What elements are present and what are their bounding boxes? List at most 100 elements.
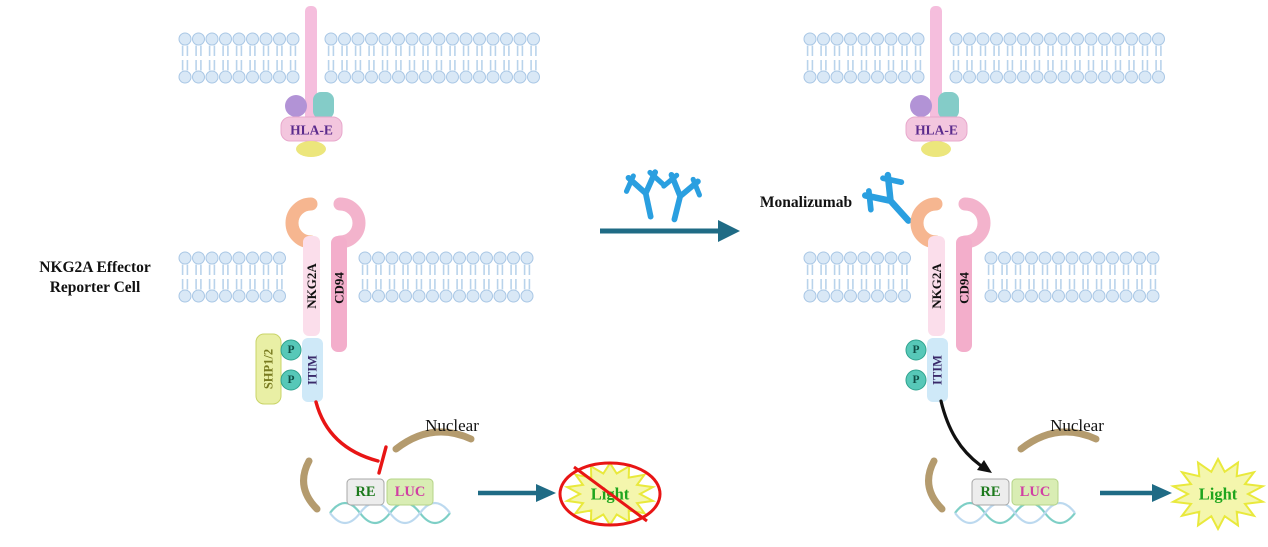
lipid-head <box>817 289 830 303</box>
lipid-head <box>480 289 493 303</box>
lipid-head <box>358 251 372 265</box>
phospho-label: P <box>287 344 294 356</box>
lipid-head <box>286 70 300 84</box>
cd94-label: CD94 <box>957 272 972 304</box>
lipid-head <box>392 32 405 46</box>
lipid-head <box>817 251 830 265</box>
luc-box <box>386 478 434 506</box>
hla-e-label: HLA-E <box>290 123 333 138</box>
lipid-head <box>817 32 830 46</box>
middle-transition <box>600 170 740 242</box>
phospho-label: P <box>287 374 294 386</box>
lipid-head <box>1146 251 1160 265</box>
itim-box <box>927 338 948 402</box>
lipid-head <box>219 32 232 46</box>
lipid-head <box>1003 32 1017 46</box>
lipid-head <box>1011 289 1025 303</box>
lipid-head <box>857 70 871 84</box>
lipid-head <box>976 70 990 84</box>
lipid-head <box>273 289 286 303</box>
inhibition-line <box>314 400 380 463</box>
lipid-head <box>857 32 871 46</box>
hla-e-box <box>905 116 968 142</box>
itim-box <box>302 338 323 402</box>
no-light-circle <box>558 461 662 527</box>
cd94-stalk <box>956 236 972 352</box>
lipid-head <box>426 289 439 303</box>
nucleus-arc <box>925 457 946 513</box>
lipid-head <box>232 70 246 84</box>
lipid-head <box>1025 251 1038 265</box>
lipid-head <box>998 251 1011 265</box>
lipid-head <box>898 251 911 265</box>
lipid-head <box>192 251 205 265</box>
cd94-hook <box>958 197 991 249</box>
lipid-head <box>419 32 432 46</box>
lipid-head <box>432 32 446 46</box>
lipid-head <box>439 251 453 265</box>
right-panel: HLA-E Monalizumab NKG2A CD94 ITIM P P Nu… <box>760 6 1267 532</box>
lipid-head <box>385 289 399 303</box>
light-starburst <box>1169 456 1267 532</box>
cell-label-line2: Reporter Cell <box>50 279 141 296</box>
lipid-head <box>898 70 911 84</box>
lipid-head <box>871 251 884 265</box>
lipid-head <box>412 289 426 303</box>
lipid-head <box>830 32 844 46</box>
lipid-head <box>1038 289 1052 303</box>
phospho-circle <box>280 339 302 361</box>
lipid-head <box>1079 289 1092 303</box>
lipid-head <box>949 32 963 46</box>
result-arrowhead <box>1152 484 1172 502</box>
antibody-icon <box>657 173 703 224</box>
shp12-box <box>255 333 282 405</box>
lipid-head <box>493 251 507 265</box>
lipid-head <box>830 251 844 265</box>
lipid-head <box>998 289 1011 303</box>
cd94-stalk <box>331 236 347 352</box>
cell-label-line1: NKG2A Effector <box>39 259 151 276</box>
nuclear-label: Nuclear <box>425 416 479 435</box>
lipid-head <box>259 289 273 303</box>
lipid-head <box>273 251 286 265</box>
nuclear-label: Nuclear <box>1050 416 1104 435</box>
light-label: Light <box>1199 485 1238 504</box>
lipid-head <box>351 70 365 84</box>
lipid-head <box>1111 32 1125 46</box>
lipid-head <box>884 251 898 265</box>
lipid-head <box>1011 251 1025 265</box>
luc-box <box>1011 478 1059 506</box>
beta2m-subunit <box>910 95 932 117</box>
inhibition-bar <box>377 445 388 475</box>
lipid-head <box>426 251 439 265</box>
lipid-head <box>844 32 857 46</box>
lipid-head <box>372 251 385 265</box>
nkg2a-label: NKG2A <box>929 263 944 309</box>
lipid-head <box>246 289 259 303</box>
lipid-head <box>1071 32 1084 46</box>
left-panel: HLA-E NKG2A CD94 NKG2A Effector Reporter… <box>39 6 662 527</box>
lipid-head <box>990 70 1003 84</box>
lipid-head <box>273 70 286 84</box>
lipid-head <box>1092 251 1106 265</box>
antibody-icon <box>624 170 669 220</box>
peptide-ellipse <box>296 141 326 157</box>
lipid-head <box>1138 32 1152 46</box>
lipid-head <box>205 289 219 303</box>
lipid-head <box>1146 289 1160 303</box>
nucleus-arc <box>392 428 475 453</box>
re-label: RE <box>355 484 375 500</box>
lipid-head <box>453 251 466 265</box>
lipid-head <box>513 32 527 46</box>
lipid-head <box>1052 289 1065 303</box>
hla-e-label: HLA-E <box>915 123 958 138</box>
lipid-head <box>324 70 338 84</box>
phospho-circle <box>905 369 927 391</box>
lipid-head <box>1065 289 1079 303</box>
lipid-head <box>844 70 857 84</box>
lipid-head <box>1098 70 1111 84</box>
peptide-ellipse <box>921 141 951 157</box>
lipid-head <box>500 70 513 84</box>
lipid-head <box>399 289 412 303</box>
lipid-head <box>259 70 273 84</box>
